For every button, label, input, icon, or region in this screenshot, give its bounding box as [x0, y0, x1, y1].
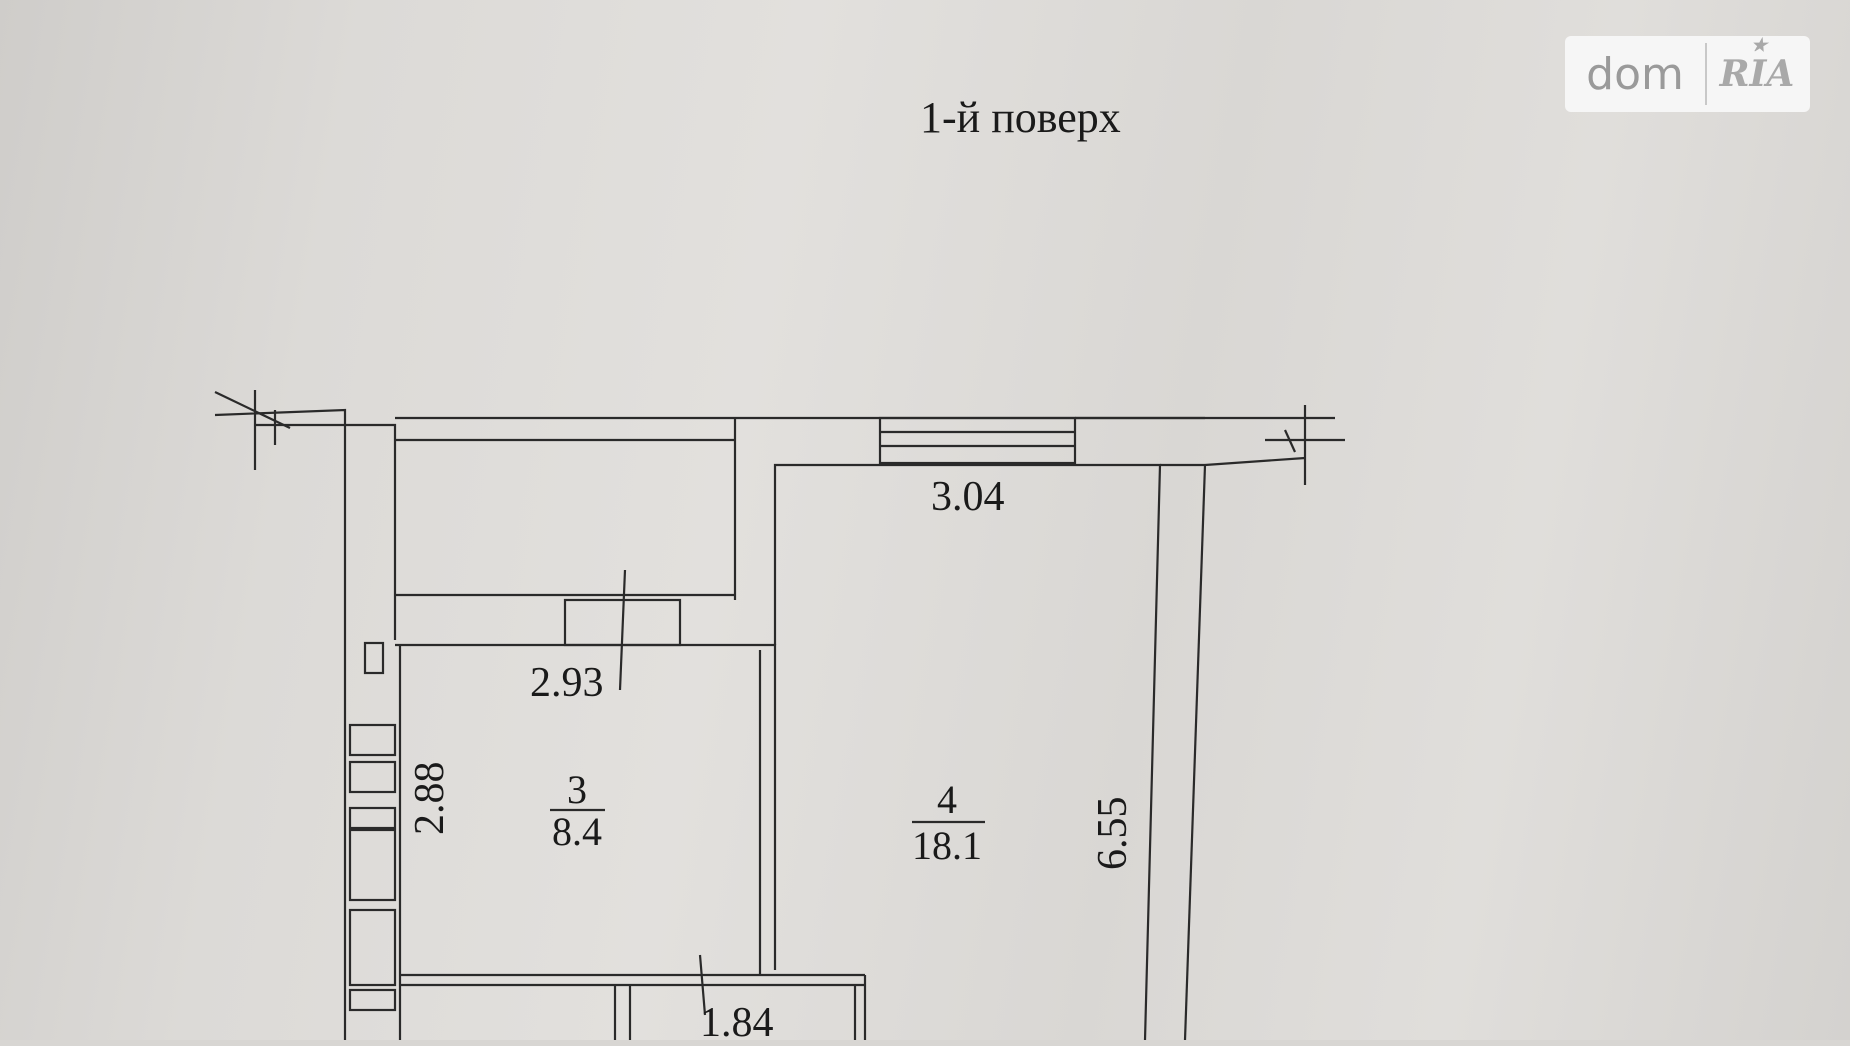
dimension-room3-height: 2.88: [407, 761, 453, 836]
floor-title: 1-й поверх: [920, 93, 1121, 142]
vent: [363, 641, 385, 675]
room3-area: 8.4: [552, 809, 602, 854]
window: [878, 416, 1077, 465]
logo-dom-text: dom: [1586, 48, 1684, 100]
star-icon: ★: [1751, 35, 1768, 56]
dimension-room3-width: 2.93: [530, 660, 604, 706]
door-swing: [618, 569, 627, 691]
section-mark-right: [1283, 429, 1297, 453]
watermark-logo: dom ★ RIA: [1565, 35, 1810, 112]
dimension-room4-length: 6.55: [1090, 796, 1136, 871]
room3-number: 3: [567, 767, 587, 812]
room4-area: 18.1: [912, 823, 982, 868]
dimension-top-room-width: 3.04: [931, 474, 1005, 520]
room4-number: 4: [937, 777, 957, 822]
room4-wall: [773, 463, 1162, 1040]
logo-ria-text: ★ RIA: [1707, 35, 1807, 95]
room4-outer-wall: [1183, 464, 1207, 1040]
logo-divider: [1705, 43, 1707, 105]
logo-ria-word: RIA: [1719, 53, 1795, 95]
section-mark-left: [214, 391, 291, 429]
dimension-bottom-width: 1.84: [700, 1000, 774, 1046]
outer-wall-left-top: [214, 408, 347, 595]
outer-wall-left-top-inner: [255, 423, 397, 595]
